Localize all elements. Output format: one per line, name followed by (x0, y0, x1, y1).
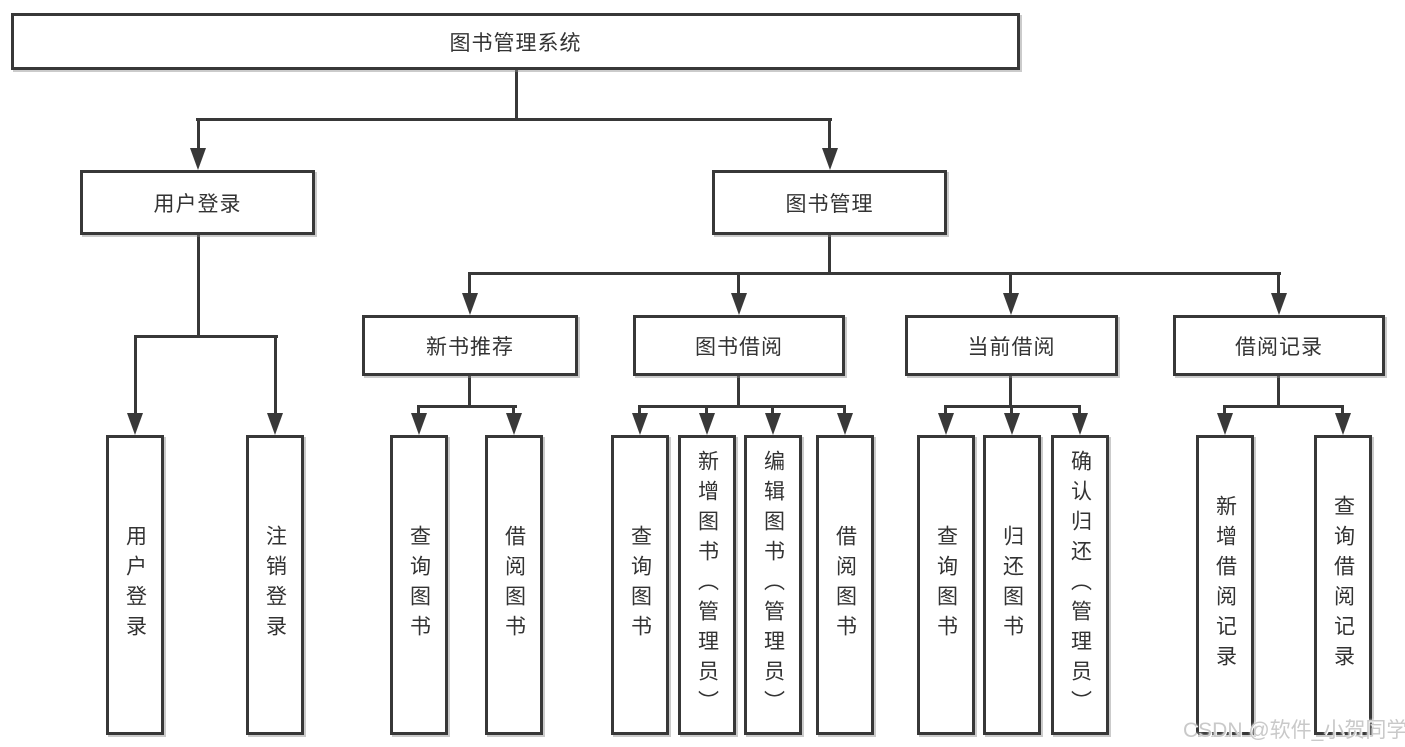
leaf-edit-book-admin-label: 编辑图书（管理员） (761, 450, 785, 720)
leaf-query-books-2: 查询图书 (611, 435, 669, 735)
connector-hline (196, 118, 832, 121)
leaf-borrow-books-1: 借阅图书 (485, 435, 543, 735)
node-user-login: 用户登录 (80, 170, 315, 235)
leaf-add-book-admin: 新增图书（管理员） (678, 435, 736, 735)
connector-vline (512, 405, 515, 418)
connector-vline (1341, 405, 1344, 418)
leaf-add-borrow-record-label: 新增借阅记录 (1213, 495, 1237, 675)
connector-vline (274, 335, 277, 418)
node-root: 图书管理系统 (11, 13, 1020, 70)
leaf-query-books-3: 查询图书 (917, 435, 975, 735)
leaf-user-login: 用户登录 (106, 435, 164, 735)
connector-vline (417, 405, 420, 418)
leaf-add-book-admin-label: 新增图书（管理员） (695, 450, 719, 720)
arrowhead-down-icon (699, 413, 715, 435)
arrowhead-down-icon (1217, 413, 1233, 435)
leaf-add-borrow-record: 新增借阅记录 (1196, 435, 1254, 735)
connector-vline (1277, 376, 1280, 405)
connector-vline (468, 376, 471, 405)
connector-hline (134, 335, 278, 338)
arrowhead-down-icon (1271, 293, 1287, 315)
connector-vline (944, 405, 947, 418)
connector-hline (1223, 405, 1344, 408)
arrowhead-down-icon (1335, 413, 1351, 435)
node-new-book-recommend: 新书推荐 (362, 315, 578, 376)
node-book-management-label: 图书管理 (785, 192, 874, 216)
node-current-borrowing-label: 当前借阅 (967, 335, 1056, 359)
node-borrowing-records: 借阅记录 (1173, 315, 1385, 376)
connector-vline (638, 405, 641, 418)
arrowhead-down-icon (938, 413, 954, 435)
connector-hline (417, 405, 517, 408)
arrowhead-down-icon (1004, 413, 1020, 435)
leaf-return-book-label: 归还图书 (1000, 525, 1024, 645)
arrowhead-down-icon (190, 148, 206, 170)
leaf-query-books-2-label: 查询图书 (628, 525, 652, 645)
node-root-label: 图书管理系统 (449, 31, 582, 55)
arrowhead-down-icon (765, 413, 781, 435)
watermark: CSDN @软件_小贺同学 (1183, 719, 1405, 742)
leaf-logout: 注销登录 (246, 435, 304, 735)
connector-vline (468, 272, 471, 300)
connector-vline (1223, 405, 1226, 418)
connector-vline (828, 235, 831, 272)
connector-vline (1277, 272, 1280, 300)
leaf-query-books-1-label: 查询图书 (407, 525, 431, 645)
leaf-borrow-books-2-label: 借阅图书 (833, 525, 857, 645)
leaf-query-borrow-record-label: 查询借阅记录 (1331, 495, 1355, 675)
leaf-query-books-3-label: 查询图书 (934, 525, 958, 645)
arrowhead-down-icon (1003, 293, 1019, 315)
connector-vline (1009, 272, 1012, 300)
leaf-borrow-books-1-label: 借阅图书 (502, 525, 526, 645)
arrowhead-down-icon (411, 413, 427, 435)
connector-vline (737, 376, 740, 405)
node-current-borrowing: 当前借阅 (905, 315, 1118, 376)
node-book-management: 图书管理 (712, 170, 947, 235)
connector-vline (1009, 376, 1012, 405)
leaf-logout-label: 注销登录 (263, 525, 287, 645)
arrowhead-down-icon (506, 413, 522, 435)
node-book-borrowing-label: 图书借阅 (695, 335, 783, 359)
connector-vline (197, 235, 200, 335)
leaf-return-book: 归还图书 (983, 435, 1041, 735)
leaf-confirm-return-admin-label: 确认归还（管理员） (1068, 450, 1092, 720)
leaf-user-login-label: 用户登录 (123, 525, 147, 645)
connector-vline (515, 70, 518, 118)
arrowhead-down-icon (632, 413, 648, 435)
arrowhead-down-icon (127, 413, 143, 435)
node-new-book-recommend-label: 新书推荐 (426, 335, 514, 359)
leaf-borrow-books-2: 借阅图书 (816, 435, 874, 735)
arrowhead-down-icon (1072, 413, 1088, 435)
connector-vline (843, 405, 846, 418)
connector-vline (134, 335, 137, 418)
connector-vline (197, 118, 200, 155)
connector-vline (737, 272, 740, 300)
connector-vline (1078, 405, 1081, 418)
connector-vline (1010, 405, 1013, 418)
connector-hline (468, 272, 1281, 275)
arrowhead-down-icon (822, 148, 838, 170)
connector-vline (705, 405, 708, 418)
arrowhead-down-icon (462, 293, 478, 315)
node-user-login-label: 用户登录 (153, 192, 242, 216)
leaf-confirm-return-admin: 确认归还（管理员） (1051, 435, 1109, 735)
node-borrowing-records-label: 借阅记录 (1235, 335, 1323, 359)
node-book-borrowing: 图书借阅 (633, 315, 845, 376)
leaf-query-borrow-record: 查询借阅记录 (1314, 435, 1372, 735)
connector-vline (771, 405, 774, 418)
connector-vline (828, 118, 831, 155)
leaf-query-books-1: 查询图书 (390, 435, 448, 735)
arrowhead-down-icon (731, 293, 747, 315)
arrowhead-down-icon (267, 413, 283, 435)
leaf-edit-book-admin: 编辑图书（管理员） (744, 435, 802, 735)
arrowhead-down-icon (837, 413, 853, 435)
connector-hline (638, 405, 846, 408)
